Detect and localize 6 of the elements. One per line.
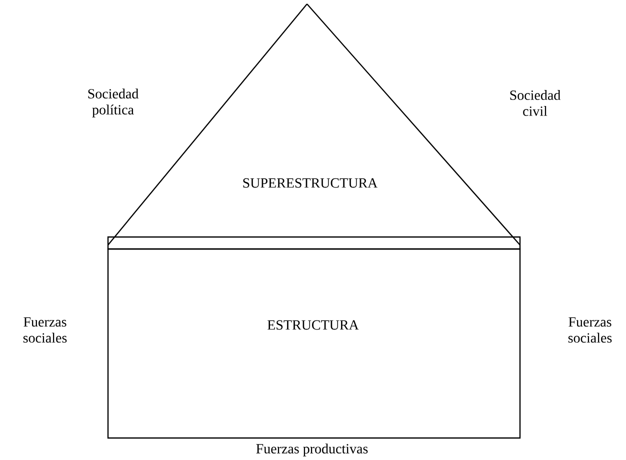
label-text: Fuerzas sociales (23, 317, 67, 343)
base-box: ESTRUCTURA (107, 248, 521, 439)
label-text: Sociedad civil (510, 90, 560, 116)
label-text: Fuerzas sociales (568, 317, 612, 343)
band-box (107, 236, 521, 250)
label-text: Sociedad política (88, 88, 138, 118)
